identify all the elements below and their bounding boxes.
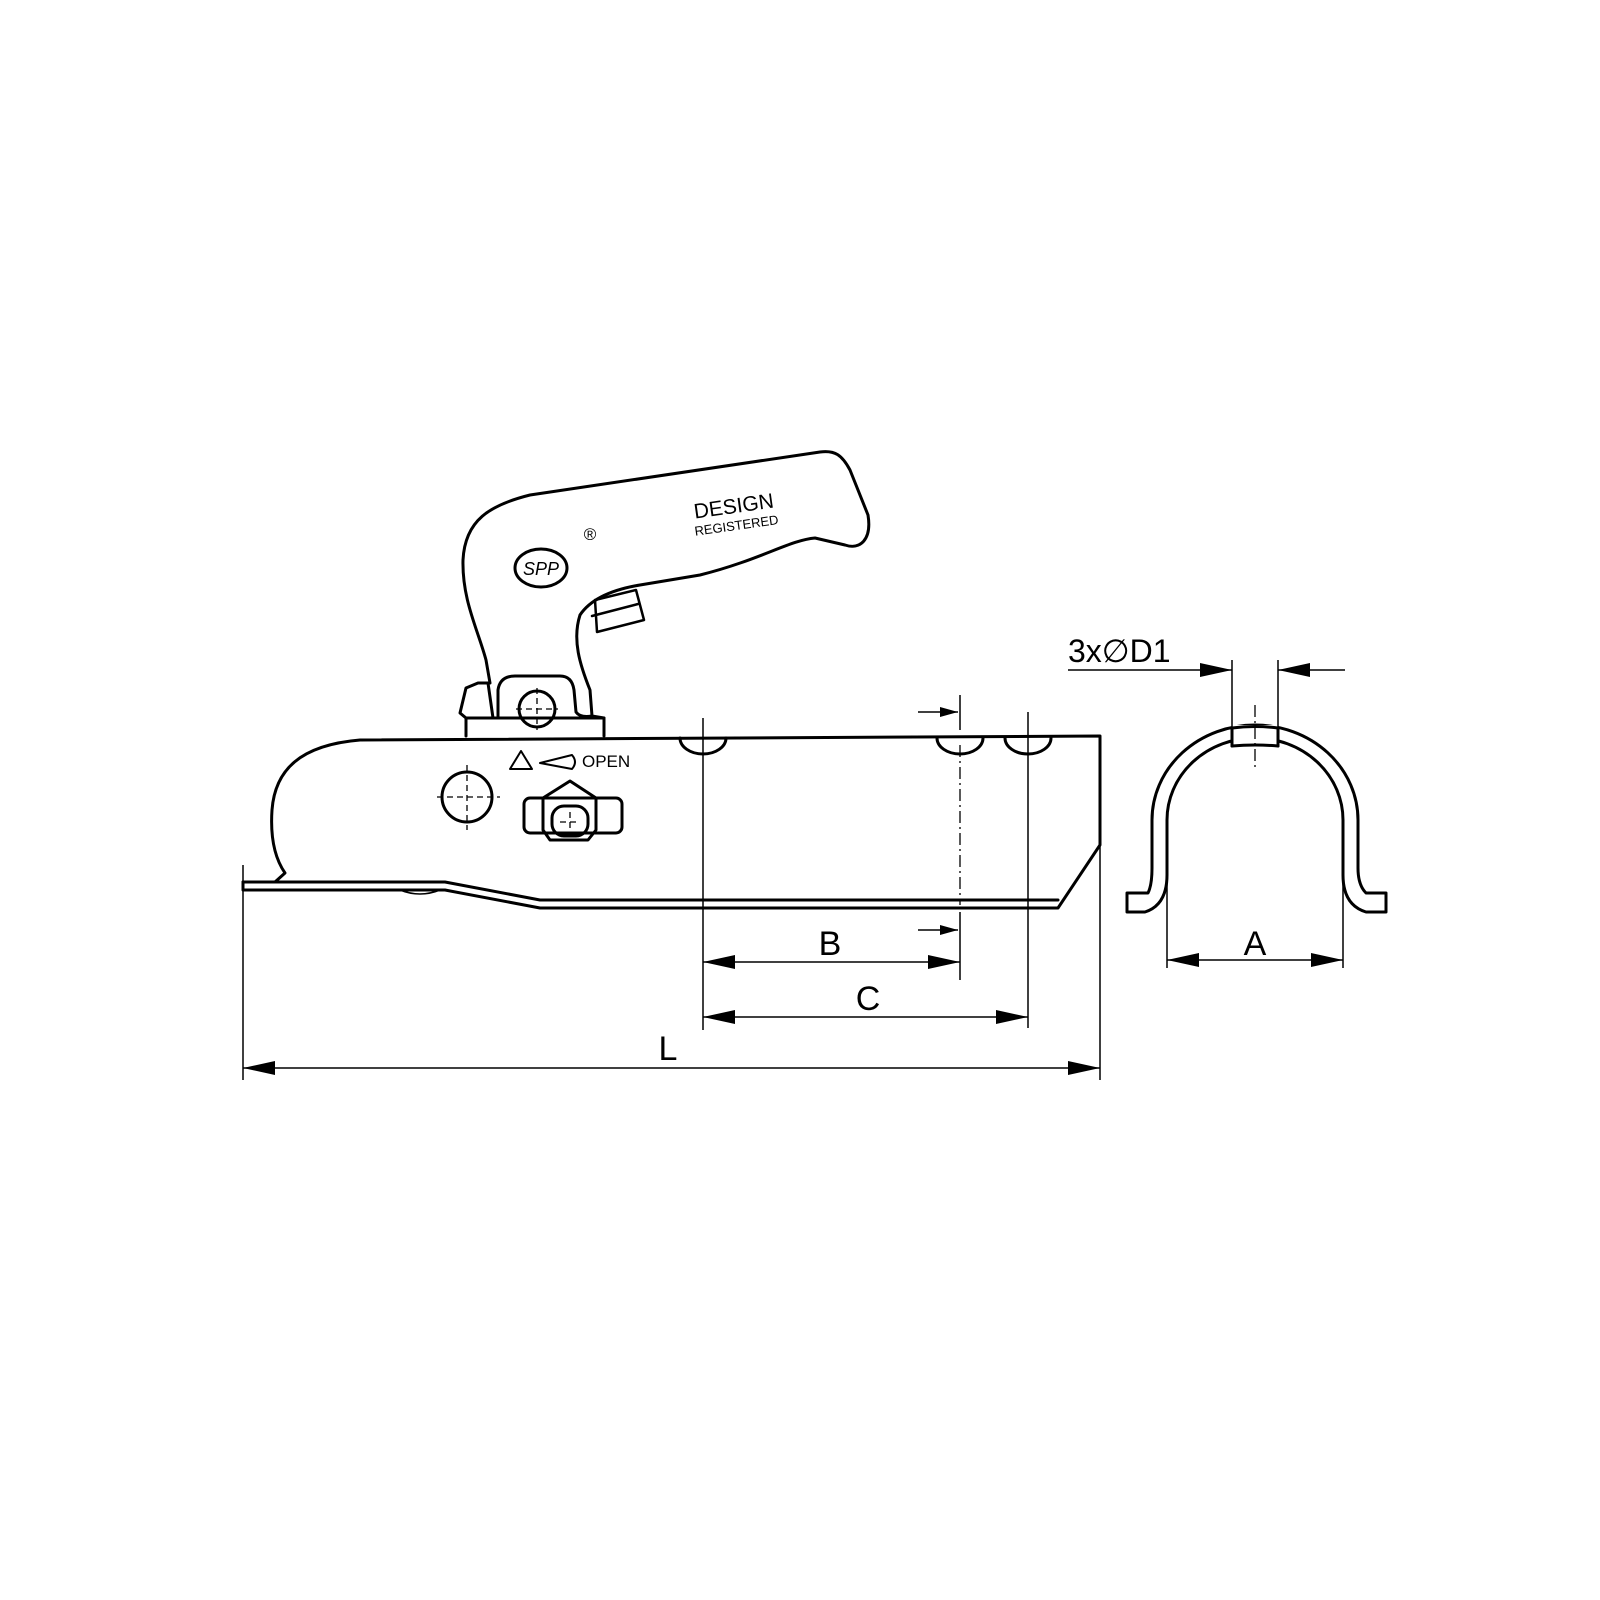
dimensions: B C L <box>242 695 1101 1080</box>
dim-d1-label: 3x∅D1 <box>1068 633 1171 669</box>
coupling-body: OPEN <box>241 734 1102 910</box>
registered-mark: ® <box>584 525 597 544</box>
logo-text: SPP <box>523 559 559 579</box>
dim-c-label: C <box>856 980 881 1018</box>
dim-b-label: B <box>819 925 842 963</box>
open-arrow-icon <box>539 754 576 770</box>
open-label: OPEN <box>582 752 630 771</box>
cross-section: 3x∅D1 A <box>1068 633 1388 968</box>
lock-knob-icon <box>522 779 624 842</box>
dim-a-label: A <box>1244 925 1267 963</box>
coupling-handle: SPP ® DESIGN REGISTERED <box>458 450 871 738</box>
spp-logo <box>513 547 569 589</box>
warning-icon <box>509 750 533 770</box>
dim-l-label: L <box>659 1030 678 1068</box>
